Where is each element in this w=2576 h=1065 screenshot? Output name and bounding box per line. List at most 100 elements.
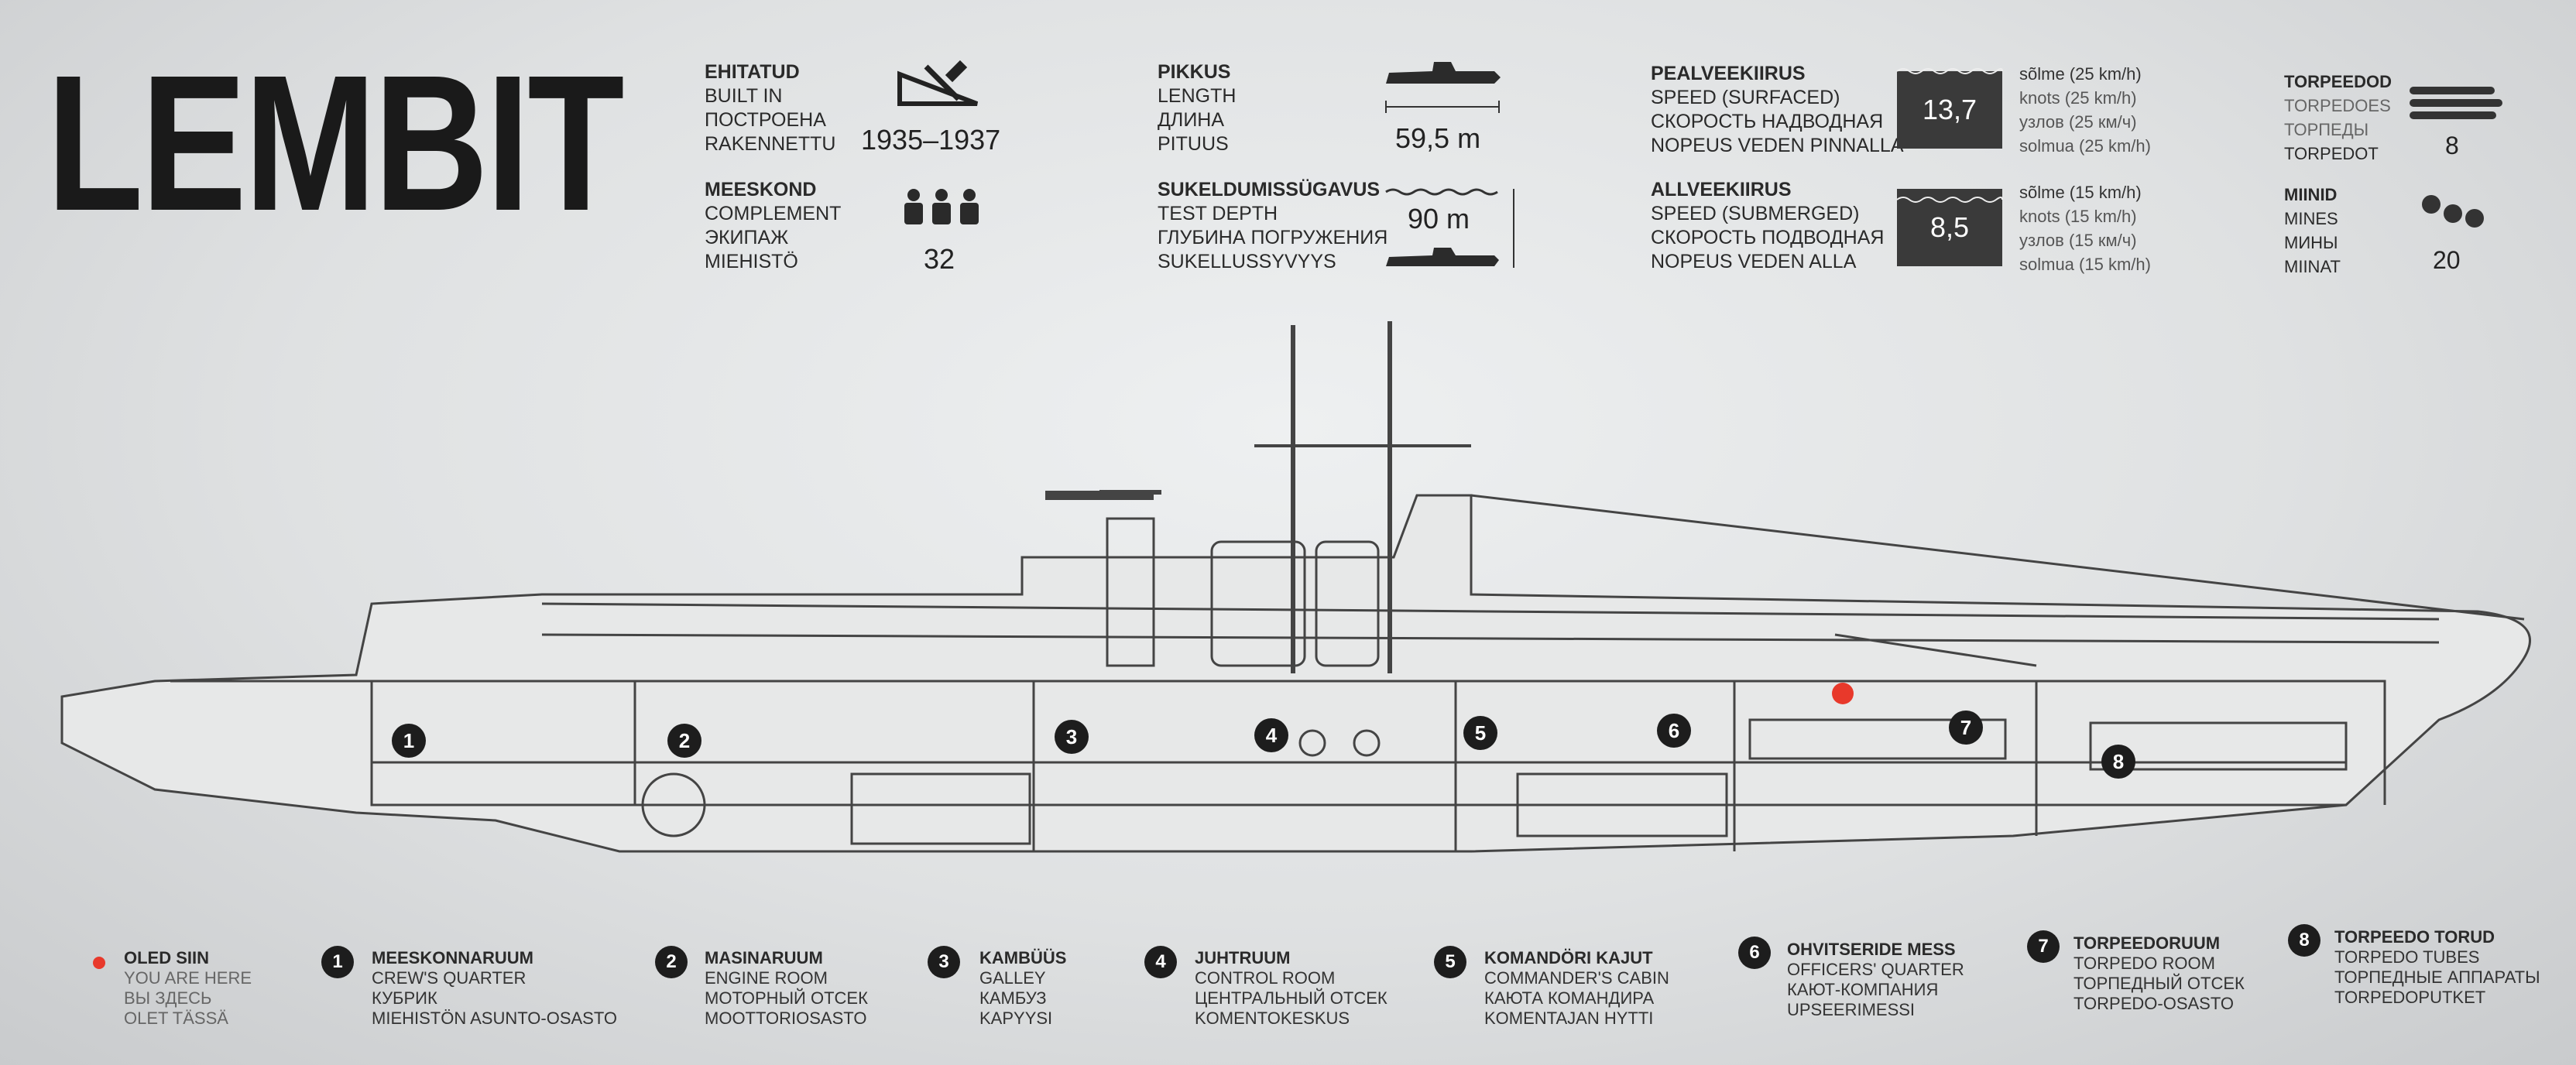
submerged-wave-icon: [1896, 197, 2003, 203]
diagram-marker-4: 4: [1254, 718, 1288, 752]
unit-label: узлов (25 км/ч): [2019, 112, 2137, 132]
tools-icon: [897, 60, 979, 106]
unit-label: knots (15 km/h): [2019, 207, 2137, 226]
unit-label: knots (25 km/h): [2019, 88, 2137, 108]
legend-marker-5: 5: [1434, 946, 1466, 978]
legend-heading: MEESKONNARUUM: [372, 948, 533, 967]
speed-surfaced-value-box: 13,7: [1897, 71, 2002, 149]
legend-marker-7: 7: [2027, 930, 2060, 963]
submarine-length-icon: [1385, 62, 1501, 113]
diagram-marker-1: 1: [392, 724, 426, 758]
legend-line: TORPEDOPUTKET: [2334, 988, 2486, 1007]
legend-line: KOMENTOKESKUS: [1195, 1008, 1350, 1028]
spec-label: МИНЫ: [2284, 233, 2338, 252]
unit-label: solmua (15 km/h): [2019, 255, 2151, 274]
submarine-title: LEMBIT: [46, 35, 625, 251]
spec-label: TORPEEDOD: [2284, 72, 2392, 91]
legend-line: MIEHISTÖN ASUNTO-OSASTO: [372, 1008, 618, 1028]
diagram-marker-8: 8: [2101, 745, 2135, 779]
legend-line: ТОРПЕДНЫЕ АППАРАТЫ: [2334, 967, 2540, 987]
legend-torpedo-tubes: TORPEEDO TORUD TORPEDO TUBES ТОРПЕДНЫЕ А…: [2334, 927, 2540, 1008]
legend-galley: KAMBÜÜS GALLEY КАМБУЗ KAPYYSI: [979, 948, 1066, 1029]
spec-label: СКОРОСТЬ ПОДВОДНАЯ: [1651, 227, 1885, 248]
spec-label: PITUUS: [1158, 133, 1229, 155]
spec-label: MEESKOND: [705, 179, 817, 200]
unit-label: sõlme (25 km/h): [2019, 64, 2142, 84]
spec-label: EHITATUD: [705, 61, 800, 83]
spec-label: MIINAT: [2284, 257, 2341, 276]
legend-line: ТОРПЕДНЫЙ ОТСЕК: [2073, 974, 2245, 993]
legend-line: UPSEERIMESSI: [1787, 1000, 1916, 1019]
spec-label: ДЛИНА: [1158, 109, 1225, 131]
legend-line: КУБРИК: [372, 988, 437, 1008]
surface-wave-icon: [1896, 68, 2003, 74]
spec-label: TEST DEPTH: [1158, 203, 1278, 224]
mines-icon: [2422, 195, 2484, 228]
legend-line: ЦЕНТРАЛЬНЫЙ ОТСЕК: [1195, 988, 1387, 1008]
spec-label: PIKKUS: [1158, 61, 1231, 83]
legend-heading: KAMBÜÜS: [979, 948, 1067, 967]
legend-heading: TORPEEDO TORUD: [2334, 927, 2495, 947]
legend-line: TORPEDO ROOM: [2073, 954, 2215, 973]
legend-marker-4: 4: [1144, 946, 1177, 978]
spec-label: MIINID: [2284, 185, 2338, 204]
legend-line: MOOTTORIOSASTO: [705, 1008, 867, 1028]
diagram-marker-5: 5: [1463, 716, 1497, 750]
spec-torpedoes-labels: TORPEEDOD TORPEDOES ТОРПЕДЫ TORPEDOT: [2284, 70, 2392, 166]
spec-label: MIEHISTÖ: [705, 251, 798, 272]
spec-length-labels: PIKKUS LENGTH ДЛИНА PITUUS: [1158, 60, 1236, 156]
legend-control-room: JUHTRUUM CONTROL ROOM ЦЕНТРАЛЬНЫЙ ОТСЕК …: [1195, 948, 1387, 1029]
spec-label: ЭКИПАЖ: [705, 227, 789, 248]
spec-speed-surfaced-labels: PEALVEEKIIRUS SPEED (SURFACED) СКОРОСТЬ …: [1651, 62, 1904, 158]
legend-marker-1: 1: [321, 946, 354, 978]
legend-line: КАМБУЗ: [979, 988, 1047, 1008]
legend-line: OFFICERS' QUARTER: [1787, 960, 1964, 979]
legend-heading: TORPEEDORUUM: [2073, 933, 2221, 953]
legend-line: МОТОРНЫЙ ОТСЕК: [705, 988, 868, 1008]
unit-label: sõlme (15 km/h): [2019, 183, 2142, 202]
spec-label: ТОРПЕДЫ: [2284, 120, 2369, 139]
legend-commanders-cabin: KOMANDÖRI KAJUT COMMANDER'S CABIN КАЮТА …: [1484, 948, 1669, 1029]
spec-label: TORPEDOES: [2284, 96, 2391, 115]
spec-label: TORPEDOT: [2284, 144, 2379, 163]
spec-label: SUKELDUMISSÜGAVUS: [1158, 179, 1381, 200]
spec-depth-labels: SUKELDUMISSÜGAVUS TEST DEPTH ГЛУБИНА ПОГ…: [1158, 178, 1387, 274]
diagram-marker-7: 7: [1949, 711, 1983, 745]
spec-label: SPEED (SUBMERGED): [1651, 203, 1860, 224]
spec-label: ГЛУБИНА ПОГРУЖЕНИЯ: [1158, 227, 1388, 248]
diagram-marker-6: 6: [1657, 714, 1691, 748]
spec-label: MINES: [2284, 209, 2338, 228]
crew-icon: [904, 189, 979, 224]
legend-line: КАЮТ-КОМПАНИЯ: [1787, 980, 1939, 999]
legend-marker-2: 2: [655, 946, 688, 978]
legend-line: TORPEDO TUBES: [2334, 947, 2480, 967]
legend-you-are-here: OLED SIIN YOU ARE HERE ВЫ ЗДЕСЬ OLET TÄS…: [124, 948, 252, 1029]
legend-line: CONTROL ROOM: [1195, 968, 1336, 988]
spec-crew-value: 32: [924, 243, 955, 275]
legend-line: COMMANDER'S CABIN: [1484, 968, 1669, 988]
torpedo-icon: [2410, 87, 2502, 119]
spec-built-value: 1935–1937: [861, 124, 1001, 156]
spec-label: SUKELLUSSYVYYS: [1158, 251, 1336, 272]
legend-line: KAPYYSI: [979, 1008, 1053, 1028]
legend-heading: OLED SIIN: [124, 948, 210, 967]
legend-engine-room: MASINARUUM ENGINE ROOM МОТОРНЫЙ ОТСЕК MO…: [705, 948, 868, 1029]
spec-label: RAKENNETTU: [705, 133, 836, 155]
legend-line: YOU ARE HERE: [124, 968, 252, 988]
legend-torpedo-room: TORPEEDORUUM TORPEDO ROOM ТОРПЕДНЫЙ ОТСЕ…: [2073, 933, 2245, 1014]
you-are-here-marker: [1832, 683, 1854, 704]
spec-mines-labels: MIINID MINES МИНЫ MIINAT: [2284, 183, 2341, 279]
spec-label: СКОРОСТЬ НАДВОДНАЯ: [1651, 111, 1884, 132]
legend-heading: KOMANDÖRI KAJUT: [1484, 948, 1653, 967]
spec-label: NOPEUS VEDEN PINNALLA: [1651, 135, 1904, 156]
spec-label: SPEED (SURFACED): [1651, 87, 1840, 108]
submarine-hull: [60, 321, 2531, 853]
speed-surfaced-units: sõlme (25 km/h) knots (25 km/h) узлов (2…: [2019, 62, 2151, 158]
legend-line: KOMENTAJAN HYTTI: [1484, 1008, 1654, 1028]
legend-marker-6: 6: [1738, 937, 1771, 969]
legend-marker-8: 8: [2288, 924, 2320, 957]
spec-label: COMPLEMENT: [705, 203, 842, 224]
spec-speed-submerged-labels: ALLVEEKIIRUS SPEED (SUBMERGED) СКОРОСТЬ …: [1651, 178, 1884, 274]
